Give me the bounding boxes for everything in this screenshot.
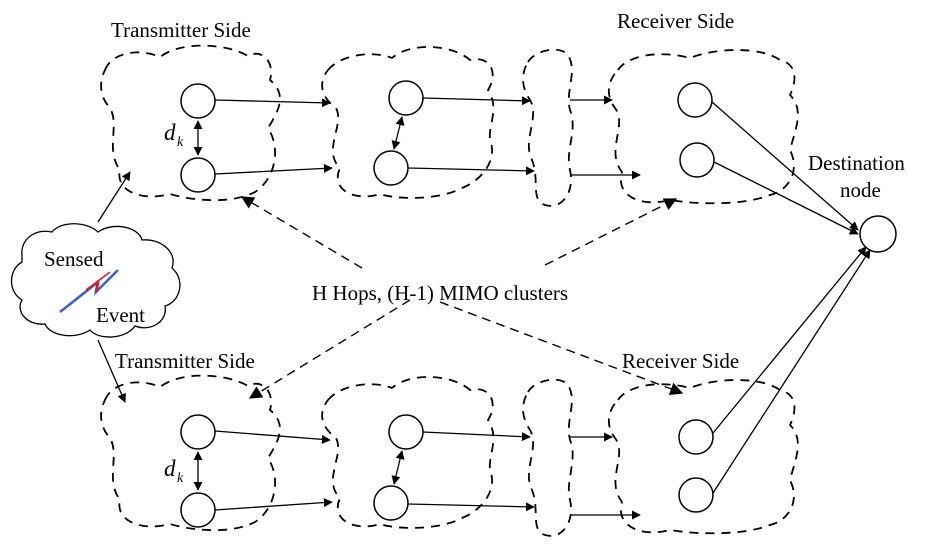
node-rx-top-1 — [677, 82, 713, 118]
label-hops: H Hops, (H-1) MIMO clusters — [312, 281, 568, 305]
label-transmitter-top: Transmitter Side — [111, 18, 251, 42]
relay-cluster-narrow-top — [522, 48, 574, 207]
link-tx-relay-top-2 — [214, 163, 333, 175]
label-destination-node: node — [840, 178, 881, 202]
relay-cluster-1-top — [321, 46, 495, 199]
node-relay-bottom-2 — [373, 485, 409, 521]
sensed-event-cloud — [10, 223, 181, 338]
link-relay-narrow-bottom-2 — [407, 502, 535, 512]
relay-cluster-1-bottom — [321, 376, 495, 529]
label-sensed: Sensed — [44, 247, 104, 271]
label-dk-top: d — [164, 120, 176, 145]
receiver-cluster-bottom — [608, 379, 799, 535]
hops-dashed-arrow-tx-top — [240, 196, 363, 269]
label-transmitter-bottom: Transmitter Side — [115, 349, 255, 373]
node-rx-bottom-2 — [678, 477, 714, 513]
node-rx-top-2 — [679, 142, 715, 178]
event-to-tx-bottom-arrow — [97, 339, 126, 403]
receiver-cluster-top — [608, 49, 799, 205]
label-destination: Destination — [808, 151, 905, 175]
relay-pair-arrow-bottom — [391, 450, 405, 485]
link-rx-bottom2-dest — [712, 249, 871, 494]
transmitter-cluster-bottom — [100, 374, 281, 532]
label-receiver-bottom: Receiver Side — [622, 349, 739, 373]
link-relay-narrow-bottom-1 — [422, 431, 531, 442]
label-dk-bottom-subscript: k — [177, 471, 184, 486]
label-dk-top-subscript: k — [177, 135, 184, 150]
link-rx-bottom1-dest — [712, 246, 867, 434]
node-tx-top-1 — [180, 83, 216, 119]
node-relay-top-2 — [373, 150, 409, 186]
label-receiver-top: Receiver Side — [617, 9, 734, 33]
node-tx-top-2 — [180, 157, 216, 193]
relay-cluster-narrow-bottom — [522, 378, 574, 537]
link-relay-narrow-top-1 — [422, 96, 531, 106]
link-tx-relay-bottom-2 — [214, 498, 333, 511]
link-relay-narrow-top-2 — [407, 166, 535, 176]
node-relay-bottom-1 — [388, 414, 424, 450]
link-rx-top2-dest — [713, 161, 859, 235]
link-rx-top1-dest — [711, 101, 859, 231]
node-tx-bottom-1 — [180, 414, 216, 450]
hops-dashed-arrow-rx-bottom — [439, 301, 684, 395]
node-rx-bottom-1 — [678, 419, 714, 455]
link-tx-relay-bottom-1 — [214, 430, 331, 444]
link-tx-relay-top-1 — [214, 98, 331, 108]
destination-node — [859, 215, 897, 253]
event-to-tx-top-arrow — [97, 171, 131, 223]
hops-dashed-arrow-rx-top — [544, 198, 678, 266]
lightning-bolt-accent — [94, 281, 100, 293]
label-event: Event — [96, 303, 145, 327]
transmitter-cluster-top — [100, 44, 281, 202]
node-relay-top-1 — [388, 80, 424, 116]
label-dk-bottom: d — [164, 456, 176, 481]
hops-dashed-arrow-tx-bottom — [248, 299, 411, 399]
lightning-bolt-highlight — [85, 271, 111, 291]
relay-pair-arrow-top — [391, 116, 405, 150]
node-tx-bottom-2 — [180, 492, 216, 528]
